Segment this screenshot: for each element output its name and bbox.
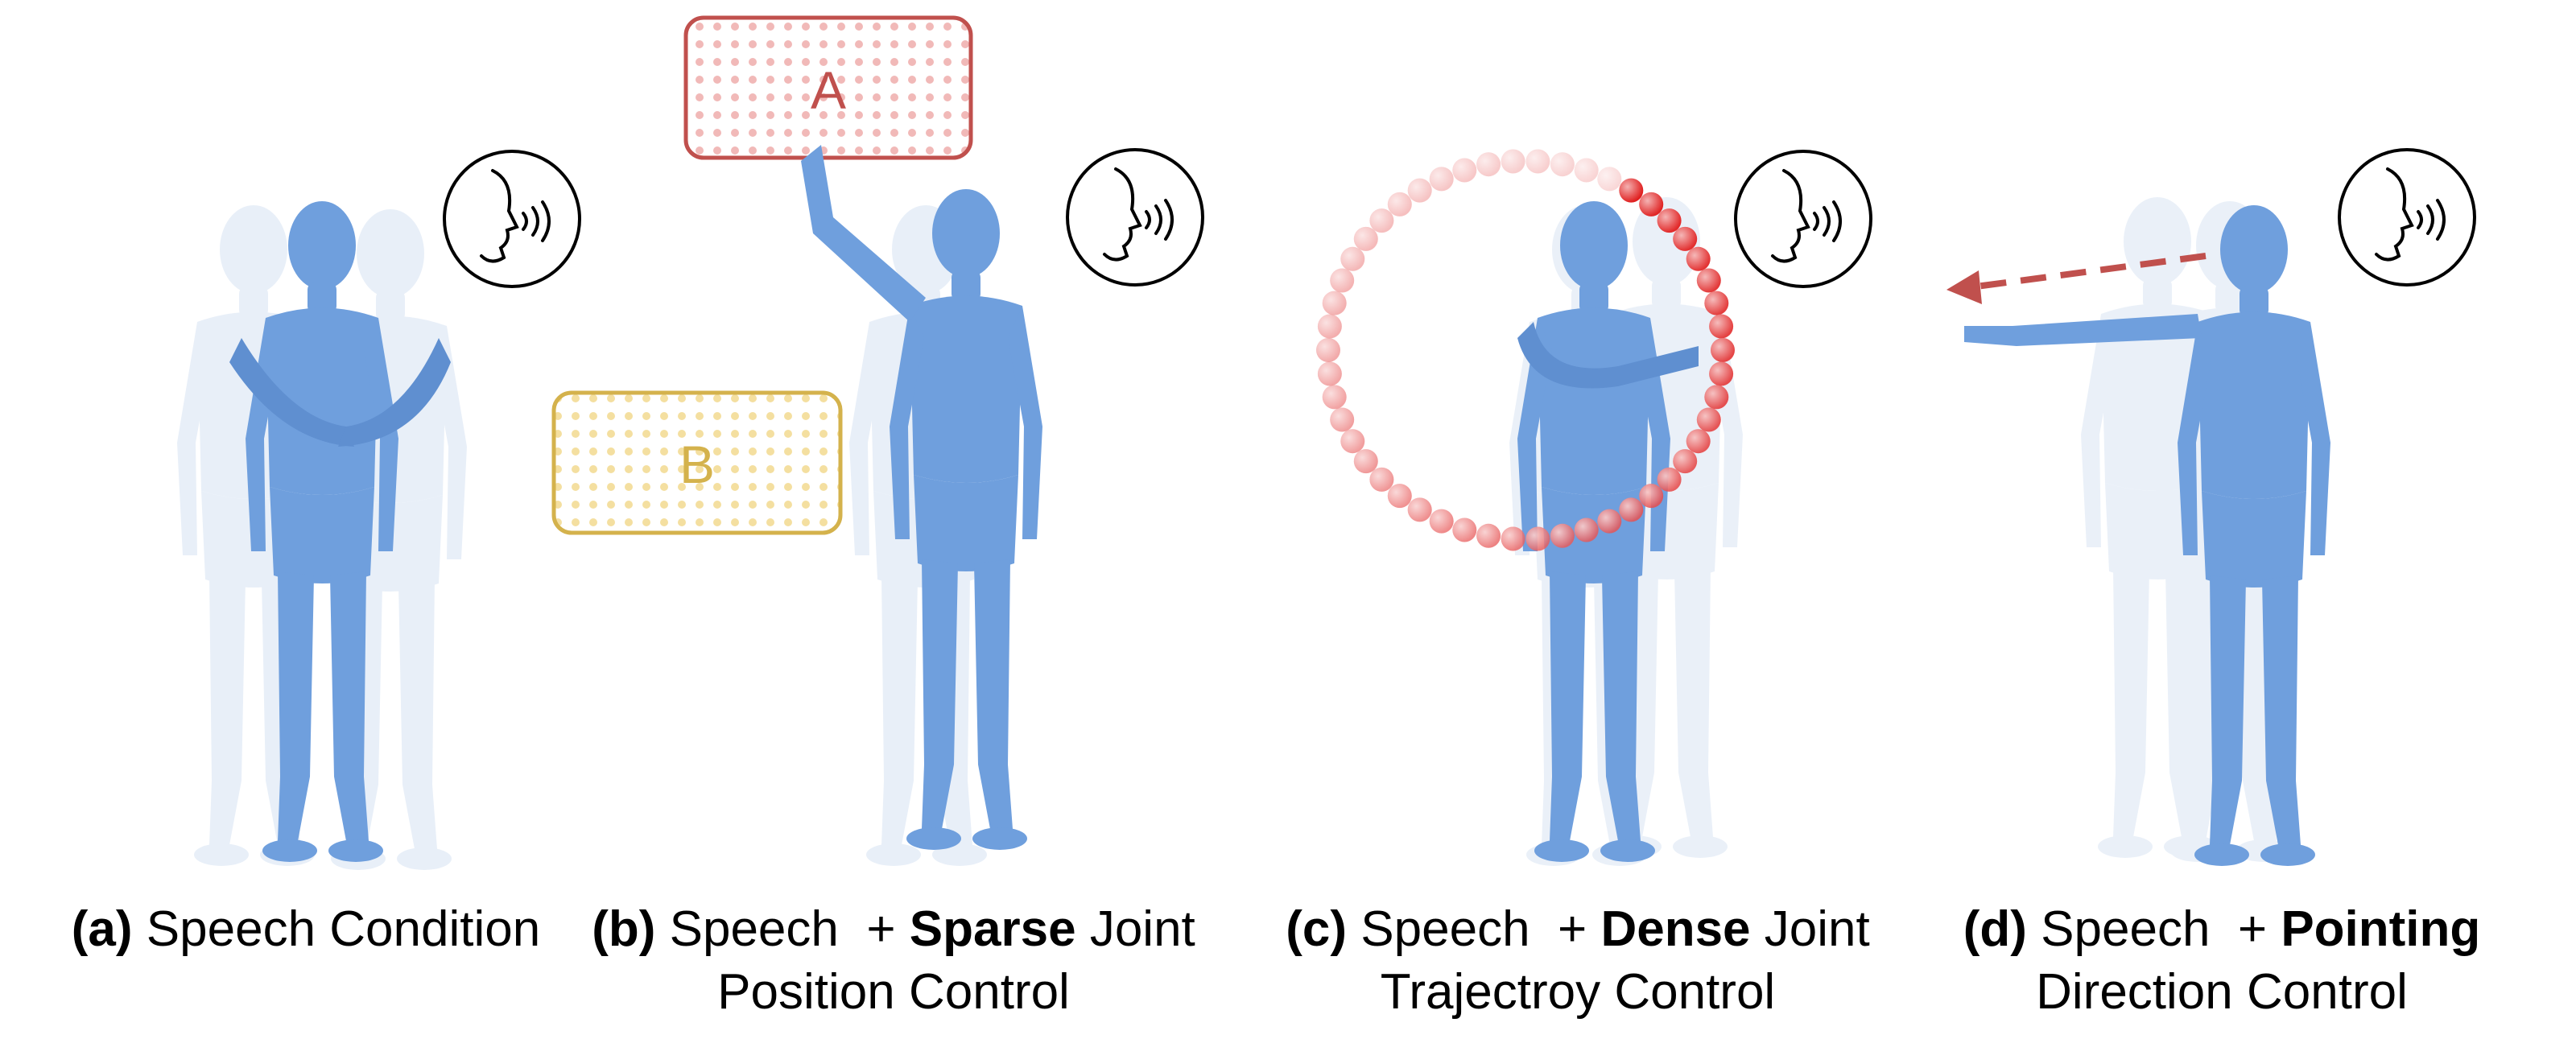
- panel-c: [1316, 149, 1872, 866]
- trajectory-bead-highlight: [1407, 497, 1432, 522]
- trajectory-bead-highlight: [1709, 361, 1734, 386]
- panel-a: [177, 150, 581, 870]
- trajectory-bead-highlight: [1317, 314, 1342, 339]
- trajectory-bead-highlight: [1407, 178, 1432, 203]
- target-a-label: A: [811, 60, 846, 120]
- caption-d-line1: (d) Speech + Pointing: [1916, 898, 2528, 961]
- trajectory-bead-highlight: [1501, 526, 1525, 551]
- speech-icon-c: [1734, 150, 1872, 288]
- caption-d-bold: Pointing: [2281, 901, 2481, 957]
- trajectory-bead-highlight: [1597, 509, 1622, 534]
- trajectory-bead-highlight: [1574, 158, 1599, 183]
- bent-arm-c: [1517, 322, 1699, 389]
- caption-d-line2: Direction Control: [2036, 964, 2408, 1020]
- caption-d-label: (d): [1963, 901, 2027, 957]
- trajectory-bead-highlight: [1429, 167, 1454, 192]
- trajectory-bead-highlight: [1452, 517, 1477, 542]
- caption-c: (c) Speech + Dense Joint Trajectroy Cont…: [1256, 898, 1900, 1024]
- trajectory-bead-highlight: [1330, 407, 1355, 432]
- caption-b-line1: (b) Speech + Sparse Joint: [572, 898, 1216, 961]
- caption-b-label: (b): [592, 901, 656, 957]
- speech-icon-d: [2338, 148, 2476, 287]
- speaking-head-icon: [1103, 167, 1142, 262]
- caption-d-pre: Speech +: [2041, 901, 2281, 957]
- trajectory-bead-highlight: [1704, 291, 1729, 315]
- trajectory-bead-highlight: [1673, 226, 1698, 251]
- trajectory-bead-highlight: [1696, 268, 1721, 293]
- trajectory-bead-highlight: [1657, 467, 1682, 492]
- caption-c-line2: Trajectroy Control: [1380, 964, 1776, 1020]
- trajectory-bead-highlight: [1316, 338, 1340, 362]
- target-a-box: A: [683, 15, 973, 160]
- trajectory-bead-highlight: [1619, 178, 1644, 203]
- dense-trajectory: [1316, 149, 1735, 551]
- trajectory-bead-highlight: [1657, 208, 1682, 233]
- pointing-arm-d: [1964, 314, 2202, 346]
- trajectory-bead-highlight: [1709, 314, 1734, 339]
- trajectory-bead-highlight: [1387, 484, 1412, 509]
- panel-b: A B: [551, 15, 1204, 866]
- panel-d: [1946, 148, 2476, 866]
- speaking-head-icon: [1771, 169, 1810, 263]
- trajectory-bead-highlight: [1525, 526, 1550, 551]
- speech-icon-b: [1066, 148, 1204, 287]
- trajectory-bead-highlight: [1369, 467, 1394, 492]
- target-b-box: B: [551, 390, 843, 535]
- target-b-label: B: [679, 435, 715, 494]
- trajectory-bead-highlight: [1574, 517, 1599, 542]
- trajectory-bead-highlight: [1639, 192, 1664, 216]
- caption-c-label: (c): [1286, 901, 1348, 957]
- trajectory-bead-highlight: [1340, 246, 1365, 271]
- trajectory-bead-highlight: [1550, 523, 1575, 548]
- trajectory-bead-highlight: [1429, 509, 1454, 534]
- trajectory-bead-highlight: [1619, 497, 1644, 522]
- trajectory-bead-highlight: [1501, 149, 1525, 174]
- trajectory-bead-highlight: [1353, 449, 1378, 474]
- trajectory-bead-highlight: [1387, 192, 1412, 216]
- trajectory-bead-highlight: [1317, 361, 1342, 386]
- trajectory-bead-highlight: [1639, 484, 1664, 509]
- arms-front-a: [229, 338, 451, 447]
- trajectory-bead-highlight: [1322, 291, 1347, 315]
- caption-b-pre: Speech +: [669, 901, 910, 957]
- trajectory-bead-highlight: [1476, 152, 1501, 177]
- trajectory-bead-highlight: [1369, 208, 1394, 233]
- trajectory-bead-highlight: [1353, 226, 1378, 251]
- trajectory-bead-highlight: [1704, 385, 1729, 410]
- caption-b: (b) Speech + Sparse Joint Position Contr…: [572, 898, 1216, 1024]
- caption-c-line1: (c) Speech + Dense Joint: [1256, 898, 1900, 961]
- trajectory-bead-highlight: [1340, 429, 1365, 454]
- trajectory-bead-highlight: [1525, 149, 1550, 174]
- caption-c-bold: Dense: [1600, 901, 1751, 957]
- trajectory-bead-highlight: [1550, 152, 1575, 177]
- caption-a: (a) Speech Condition: [48, 898, 564, 961]
- caption-c-post: Joint: [1750, 901, 1870, 957]
- trajectory-bead-highlight: [1686, 246, 1711, 271]
- speaking-head-icon: [480, 169, 519, 263]
- trajectory-bead-highlight: [1322, 385, 1347, 410]
- trajectory-bead-highlight: [1696, 407, 1721, 432]
- caption-d: (d) Speech + Pointing Direction Control: [1916, 898, 2528, 1024]
- trajectory-bead-highlight: [1597, 167, 1622, 192]
- speech-icon-a: [443, 150, 581, 288]
- trajectory-bead-highlight: [1673, 449, 1698, 474]
- caption-b-post: Joint: [1075, 901, 1195, 957]
- caption-c-pre: Speech +: [1360, 901, 1601, 957]
- raised-arm-b: [801, 145, 926, 322]
- trajectory-bead-highlight: [1330, 268, 1355, 293]
- caption-a-text: Speech Condition: [146, 901, 541, 957]
- caption-b-bold: Sparse: [909, 901, 1076, 957]
- trajectory-bead-highlight: [1476, 523, 1501, 548]
- caption-a-label: (a): [71, 901, 133, 957]
- trajectory-bead-highlight: [1711, 338, 1735, 362]
- pointing-direction-arrow: [1946, 253, 2207, 304]
- speaking-head-icon: [2375, 167, 2414, 262]
- trajectory-bead-highlight: [1452, 158, 1477, 183]
- trajectory-bead-highlight: [1686, 429, 1711, 454]
- caption-b-line2: Position Control: [717, 964, 1070, 1020]
